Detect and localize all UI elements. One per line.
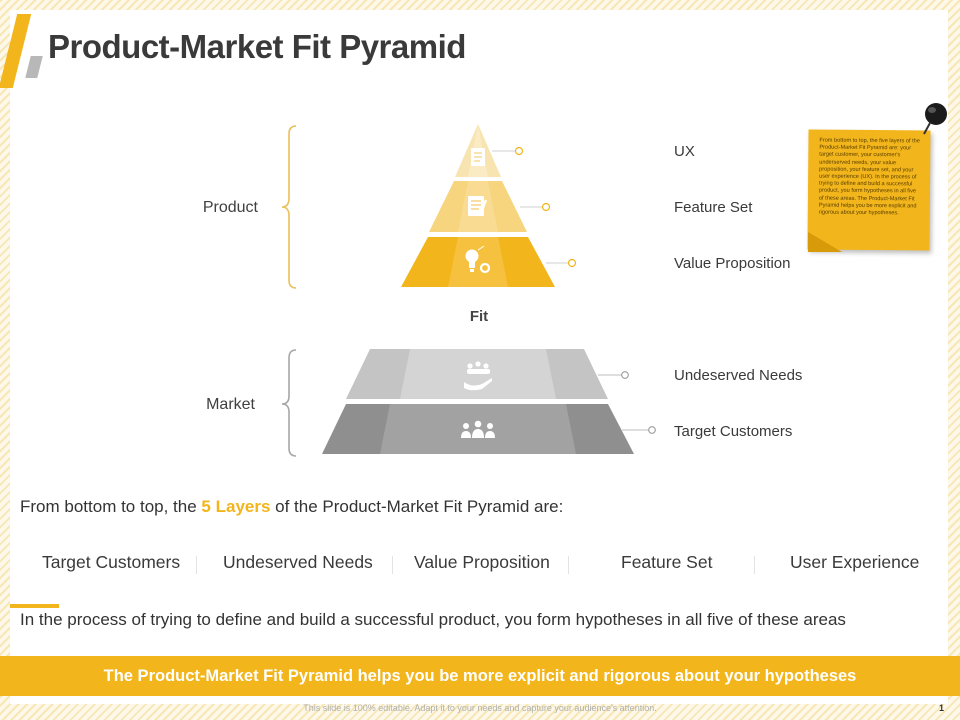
process-sentence: In the process of trying to define and b… xyxy=(20,610,846,629)
layer-label-feature-set: Feature Set xyxy=(674,199,753,216)
divider xyxy=(392,556,393,574)
pyramid-layer-ux xyxy=(455,124,524,177)
page-title: Product-Market Fit Pyramid xyxy=(48,28,466,65)
checklist-pen-icon xyxy=(468,196,488,217)
layer-list: Target Customers Undeserved Needs Value … xyxy=(20,552,940,578)
pyramid-layer-undeserved-needs xyxy=(346,349,629,399)
layer-label-undeserved-needs: Undeserved Needs xyxy=(674,367,803,384)
summary-banner: The Product-Market Fit Pyramid helps you… xyxy=(0,656,960,696)
pyramid-layer-feature-set xyxy=(429,181,551,232)
layer-list-item: Value Proposition xyxy=(414,552,550,572)
layer-label-target-customers: Target Customers xyxy=(674,423,793,440)
group-label-product: Product xyxy=(202,199,258,216)
accent-underline xyxy=(10,604,59,608)
pyramid-layer-target-customers xyxy=(322,404,656,454)
hand-people-icon xyxy=(464,361,492,391)
intro-sentence: From bottom to top, the 5 Layers of the … xyxy=(20,497,563,517)
product-brace xyxy=(281,125,297,289)
intro-after: of the Product-Market Fit Pyramid are: xyxy=(270,497,564,516)
sticky-note: From bottom to top, the five layers of t… xyxy=(807,129,931,251)
layer-list-item: Target Customers xyxy=(42,552,181,572)
layer-list-item: User Experience xyxy=(790,552,920,572)
divider xyxy=(196,556,197,574)
group-label-market: Market xyxy=(206,396,255,413)
divider xyxy=(568,556,569,574)
layer-list-item: Feature Set xyxy=(621,552,713,572)
market-brace xyxy=(281,349,297,457)
divider xyxy=(754,556,755,574)
layer-label-value-proposition: Value Proposition xyxy=(674,255,791,272)
layer-label-ux: UX xyxy=(674,143,695,160)
fit-label: Fit xyxy=(469,308,489,325)
people-group-icon xyxy=(461,420,495,438)
intro-highlight: 5 Layers xyxy=(201,497,271,516)
footer-note: This slide is 100% editable. Adapt it to… xyxy=(303,703,657,713)
pyramid-layer-value-proposition xyxy=(401,237,577,287)
layer-list-item: Undeserved Needs xyxy=(223,552,373,572)
pushpin-icon xyxy=(923,103,947,135)
intro-before: From bottom to top, the xyxy=(20,497,202,516)
lightbulb-gear-icon xyxy=(465,245,491,274)
page-number: 1 xyxy=(938,703,944,713)
